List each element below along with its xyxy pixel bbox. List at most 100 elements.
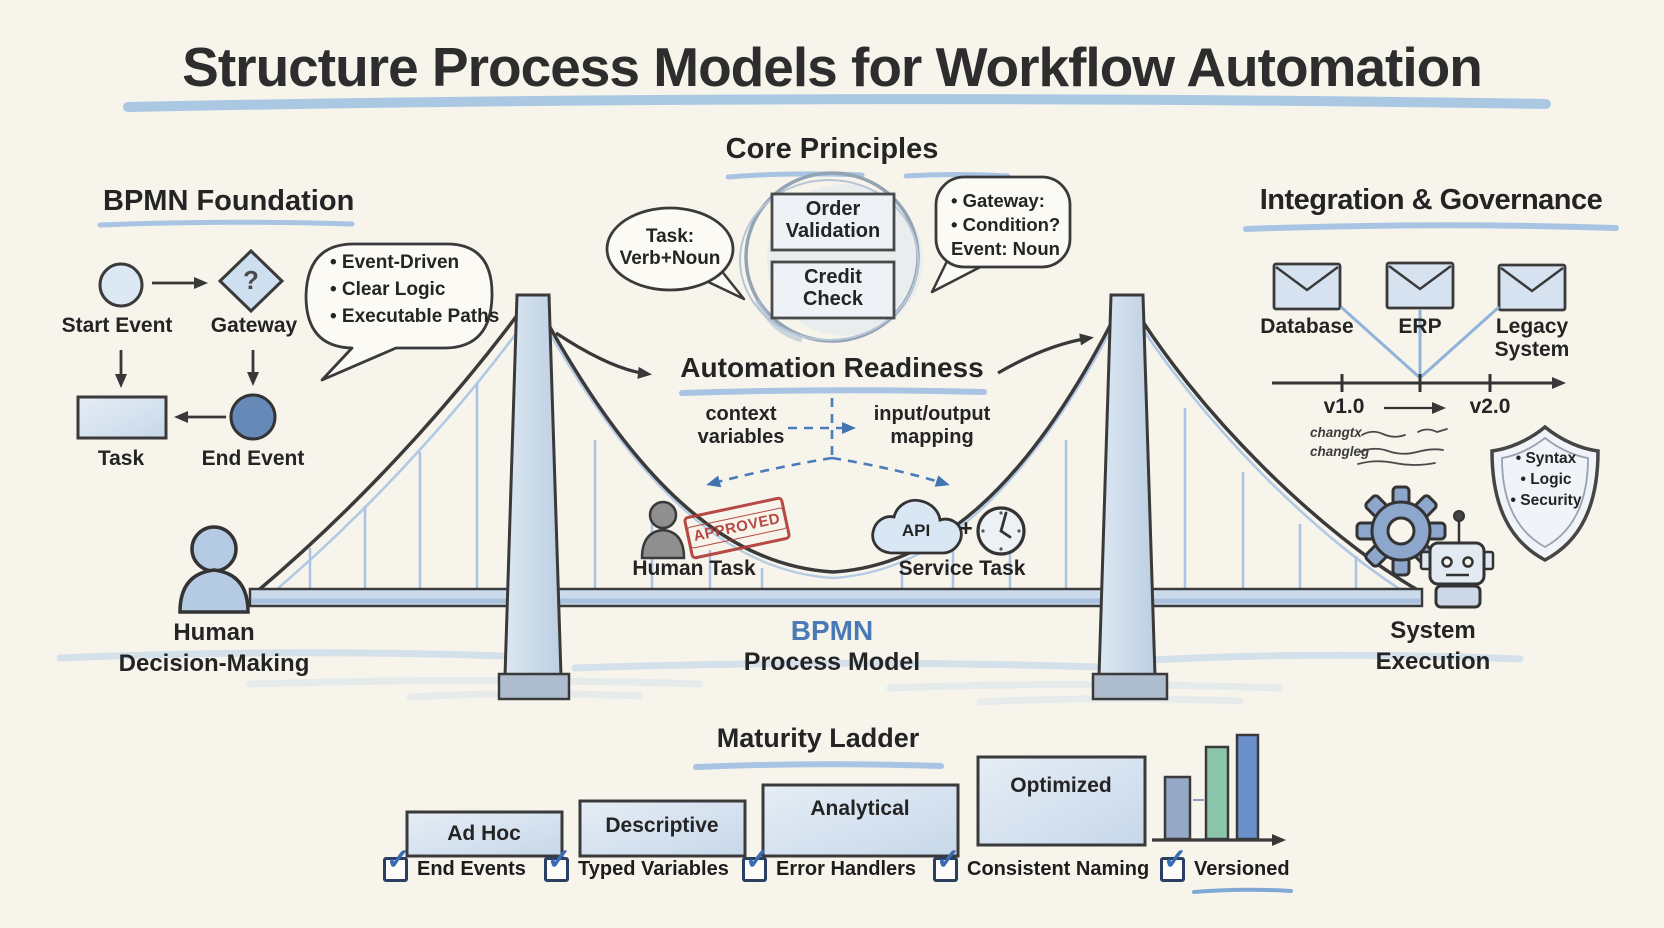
context-variables-line1: context	[705, 403, 777, 425]
check-icon: ✓	[547, 844, 572, 876]
gateway-diamond	[217, 248, 285, 314]
human-task-label: Human Task	[632, 557, 756, 580]
gateway-bubble-line: • Condition?	[951, 214, 1061, 235]
speech-bubble	[304, 242, 494, 382]
robot-icon	[1419, 510, 1495, 609]
system-label-legacy: Legacy System	[1494, 315, 1570, 361]
checkbox-checked-icon: ✓	[544, 846, 571, 882]
checklist-label: Consistent Naming	[967, 858, 1150, 880]
bpmn-heading-underline	[97, 219, 355, 228]
checklist-item-consistent-naming: ✓ Consistent Naming	[933, 846, 1150, 882]
speech-bubble-task-naming	[605, 206, 746, 301]
arrow-to-automation-readiness	[555, 331, 652, 379]
section-heading-integration-governance: Integration & Governance	[1259, 184, 1603, 216]
bubble-item: • Event-Driven	[330, 252, 460, 273]
checkbox-checked-icon: ✓	[383, 846, 410, 882]
api-cloud-label: API	[901, 521, 931, 540]
gateway-label: Gateway	[210, 314, 298, 337]
maturity-step-label: Descriptive	[605, 814, 719, 837]
section-heading-bpmn-foundation: BPMN Foundation	[103, 185, 355, 217]
automation-heading-underline	[679, 387, 987, 396]
integration-connector-lines	[1339, 305, 1501, 379]
shield-item: • Logic	[1520, 471, 1572, 488]
checklist-item-typed-variables: ✓ Typed Variables	[544, 846, 729, 882]
checklist-item-end-events: ✓ End Events	[383, 846, 526, 882]
bridge-center-label-bpmn: BPMN	[790, 615, 874, 646]
context-variables-line2: variables	[697, 426, 785, 448]
system-label-erp: ERP	[1398, 315, 1442, 338]
changelog-line1: changtx	[1310, 425, 1362, 440]
task-label: Task	[97, 447, 145, 470]
readiness-flow-lines	[706, 398, 950, 488]
speech-bubble-gateway-naming	[930, 175, 1072, 294]
shield-item: • Security	[1510, 492, 1582, 509]
checklist-label: Versioned	[1194, 858, 1290, 880]
human-task-person-icon	[640, 500, 686, 560]
checklist-item-versioned: ✓ Versioned	[1160, 846, 1290, 882]
title-underline	[123, 94, 1551, 112]
maturity-heading-underline	[693, 761, 944, 770]
bubble-item: • Executable Paths	[330, 306, 500, 327]
section-heading-automation-readiness: Automation Readiness	[680, 352, 984, 383]
maturity-bar-chart-icon	[1152, 733, 1286, 846]
start-event-circle	[98, 262, 144, 308]
shield-icon	[1490, 424, 1600, 562]
checkbox-checked-icon: ✓	[1160, 846, 1187, 882]
checkbox-checked-icon: ✓	[933, 846, 960, 882]
checklist-item-error-handlers: ✓ Error Handlers	[742, 846, 917, 882]
gateway-bubble-line: • Gateway:	[951, 190, 1045, 211]
io-mapping-line1: input/output	[873, 403, 991, 425]
maturity-step-label: Analytical	[810, 797, 910, 820]
start-event-label: Start Event	[61, 314, 173, 337]
gateway-bubble-line: Event: Noun	[951, 238, 1060, 259]
approved-stamp-text: APPROVED	[691, 510, 782, 545]
version-from-label: v1.0	[1323, 395, 1365, 418]
process-box-label: Credit Check	[802, 266, 864, 310]
end-event-label: End Event	[201, 447, 305, 470]
service-task-label: Service Task	[898, 557, 1026, 580]
checkbox-checked-icon: ✓	[742, 846, 769, 882]
plus-sign: +	[959, 515, 973, 541]
envelope-icon-legacy	[1497, 263, 1567, 312]
bridge-deck	[248, 587, 1424, 608]
integration-heading-underline	[1243, 222, 1619, 232]
page-title: Structure Process Models for Workflow Au…	[182, 36, 1483, 98]
maturity-step-label: Ad Hoc	[447, 822, 521, 845]
bridge-tower-right	[1091, 293, 1169, 701]
maturity-step-label: Optimized	[1010, 774, 1112, 797]
bridge-center-label-process-model: Process Model	[743, 648, 921, 676]
task-naming-line2: Verb+Noun	[619, 248, 721, 269]
arrow-to-right-tower	[997, 333, 1094, 375]
process-box-order-validation	[770, 192, 896, 252]
check-icon: ✓	[936, 844, 961, 876]
gateway-question-mark: ?	[243, 265, 259, 295]
task-rect	[76, 395, 168, 440]
shield-item: • Syntax	[1515, 450, 1577, 467]
human-figure-icon	[178, 525, 250, 614]
versioned-underline	[1192, 887, 1293, 894]
envelope-icon-database	[1272, 262, 1342, 311]
process-box-credit-check	[770, 260, 896, 320]
end-event-circle	[229, 393, 277, 441]
left-bank-label-line2: Decision-Making	[118, 650, 310, 677]
task-naming-line1: Task:	[645, 226, 695, 247]
check-icon: ✓	[386, 844, 411, 876]
maturity-steps	[405, 755, 1147, 858]
version-timeline	[1272, 374, 1566, 392]
check-icon: ✓	[1163, 844, 1188, 876]
checklist-label: Error Handlers	[776, 858, 917, 880]
right-bank-label-line2: Execution	[1375, 648, 1491, 675]
envelope-icon-erp	[1385, 261, 1455, 310]
changelog-line2: changleg	[1310, 444, 1370, 459]
suspension-cables	[308, 384, 1358, 590]
process-box-label: Order Validation	[785, 198, 881, 242]
check-icon: ✓	[745, 844, 770, 876]
section-heading-core-principles: Core Principles	[725, 133, 939, 165]
clock-icon	[976, 506, 1026, 556]
checklist-label: End Events	[417, 858, 526, 880]
bridge-tower-left	[497, 293, 571, 701]
section-heading-maturity-ladder: Maturity Ladder	[716, 723, 920, 753]
bubble-item: • Clear Logic	[330, 279, 446, 300]
